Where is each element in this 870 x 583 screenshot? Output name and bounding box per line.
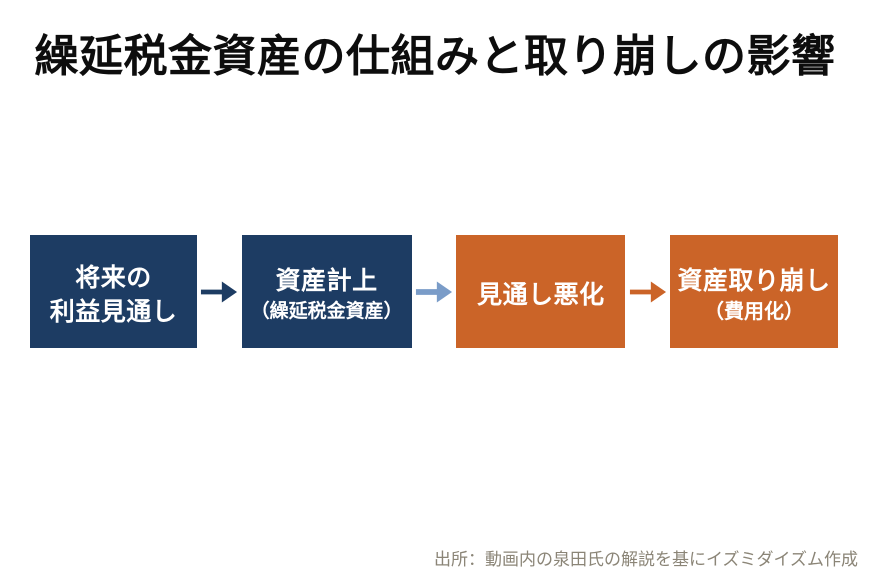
box-label-line1: 見通し悪化: [477, 280, 605, 309]
box-label-line2: 利益見通し: [49, 297, 178, 326]
flow-diagram: 将来の 利益見通し 資産計上 （繰延税金資産） 見通し悪化: [30, 235, 839, 348]
box-label-line2: （繰延税金資産）: [250, 301, 403, 322]
box-label-line1: 資産計上: [275, 267, 378, 295]
flow-box-future-profit-outlook: 将来の 利益見通し: [30, 235, 197, 348]
box-label-line1: 資産取り崩し: [677, 266, 831, 295]
box-label-line1: 将来の: [75, 263, 152, 292]
page-title: 繰延税金資産の仕組みと取り崩しの影響: [34, 32, 836, 81]
flow-box-asset-reversal: 資産取り崩し （費用化）: [670, 235, 839, 348]
source-note: 出所：動画内の泉田氏の解説を基にイズミダイズム作成: [434, 550, 858, 569]
arrow-right-icon: [197, 235, 242, 348]
box-label-line2: （費用化）: [704, 300, 805, 323]
flow-box-asset-recognition: 資産計上 （繰延税金資産）: [241, 235, 412, 348]
arrow-right-icon: [412, 235, 457, 348]
arrow-right-icon: [625, 235, 670, 348]
flow-box-outlook-deterioration: 見通し悪化: [456, 235, 626, 348]
